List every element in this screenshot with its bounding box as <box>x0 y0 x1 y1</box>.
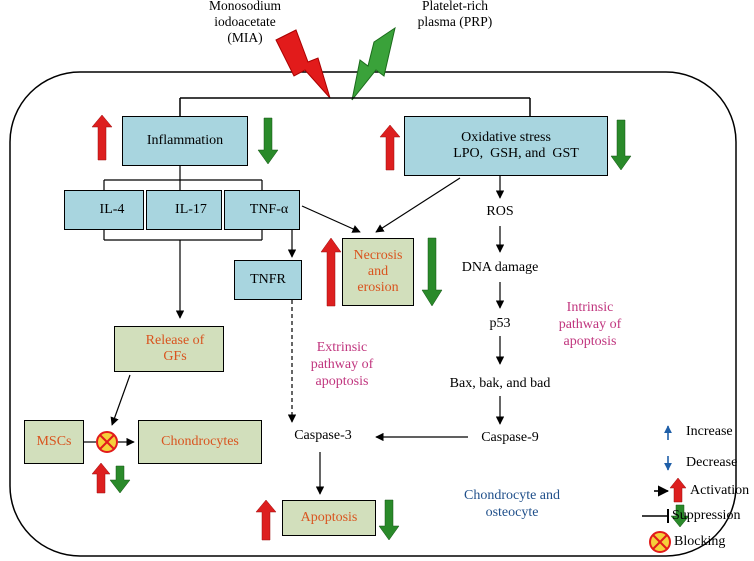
necrosis-box: Necrosis and erosion <box>342 238 414 306</box>
oxidative-decrease-arrow-icon <box>610 119 632 171</box>
bax-label: Bax, bak, and bad <box>449 376 551 391</box>
mscs-box: MSCs <box>24 420 84 464</box>
release-label-2: GFs <box>163 349 187 364</box>
necrosis-label-3: erosion <box>357 280 399 296</box>
caspase3-label: Caspase-3 <box>294 428 352 443</box>
chondrocytes-box: Chondrocytes <box>138 420 262 464</box>
chondrocytes-label: Chondrocytes <box>161 433 239 449</box>
mia-label: Monosodium iodoacetate (MIA) <box>208 0 281 46</box>
legend-suppression-label: Suppression <box>672 508 741 523</box>
il17-label: IL-17 <box>175 201 207 217</box>
intrinsic-pathway-label: Intrinsic pathway of apoptosis <box>558 300 622 349</box>
oxidative-increase-arrow-icon <box>379 124 401 171</box>
p53-label: p53 <box>489 316 511 331</box>
inflammation-decrease-arrow-icon <box>257 117 279 165</box>
inflammation-label: Inflammation <box>146 132 224 148</box>
ros-label: ROS <box>486 204 514 219</box>
tnfa-label: TNF-α <box>249 201 289 217</box>
inflammation-increase-arrow-icon <box>91 114 113 161</box>
il17-box: IL-17 <box>146 190 222 230</box>
dna-damage-label: DNA damage <box>461 260 539 275</box>
caspase9-label: Caspase-9 <box>481 430 539 445</box>
apoptosis-label: Apoptosis <box>300 509 358 525</box>
extrinsic-pathway-label: Extrinsic pathway of apoptosis <box>310 340 374 389</box>
necrosis-label-2: and <box>367 263 389 279</box>
necrosis-label-1: Necrosis <box>353 247 403 263</box>
il4-box: IL-4 <box>64 190 144 230</box>
oxidative-stress-box: Oxidative stress LPO, GSH, and GST <box>404 116 608 176</box>
legend-suppression-green-arrow-icon <box>670 504 690 528</box>
apoptosis-increase-arrow-icon <box>255 499 277 541</box>
necrosis-increase-arrow-icon <box>320 237 342 307</box>
tnfr-box: TNFR <box>234 260 302 300</box>
mscs-decrease-arrow-icon <box>109 465 131 494</box>
legend-activation-red-arrow-icon <box>669 477 687 503</box>
apoptosis-decrease-arrow-icon <box>378 499 400 541</box>
apoptosis-box: Apoptosis <box>282 500 376 536</box>
legend-blocking-icon <box>649 531 671 553</box>
oxidative-stress-label: Oxidative stress <box>461 129 551 145</box>
il4-label: IL-4 <box>99 201 125 217</box>
legend-blocking-label: Blocking <box>674 534 726 549</box>
legend-suppression-icon <box>642 509 669 523</box>
tnfa-box: TNF-α <box>224 190 300 230</box>
blocking-icon <box>96 431 118 453</box>
mscs-label: MSCs <box>36 433 72 449</box>
prp-lightning-icon <box>351 26 396 101</box>
mia-lightning-icon <box>275 29 331 99</box>
cell-type-label: Chondrocyte and osteocyte <box>463 488 561 520</box>
tnfr-label: TNFR <box>250 271 286 287</box>
legend-activation-label: Activation <box>690 483 750 498</box>
release-label-1: Release of <box>145 332 205 348</box>
mscs-increase-arrow-icon <box>91 462 111 494</box>
release-gfs-box: Release of GFs <box>114 326 224 372</box>
legend-decrease-label: Decrease <box>686 455 738 470</box>
prp-label: Platelet-rich plasma (PRP) <box>417 0 493 30</box>
oxidative-markers-label: LPO, GSH, and GST <box>453 146 579 161</box>
inflammation-box: Inflammation <box>122 116 248 166</box>
necrosis-decrease-arrow-icon <box>421 237 443 307</box>
legend-increase-label: Increase <box>686 424 733 439</box>
